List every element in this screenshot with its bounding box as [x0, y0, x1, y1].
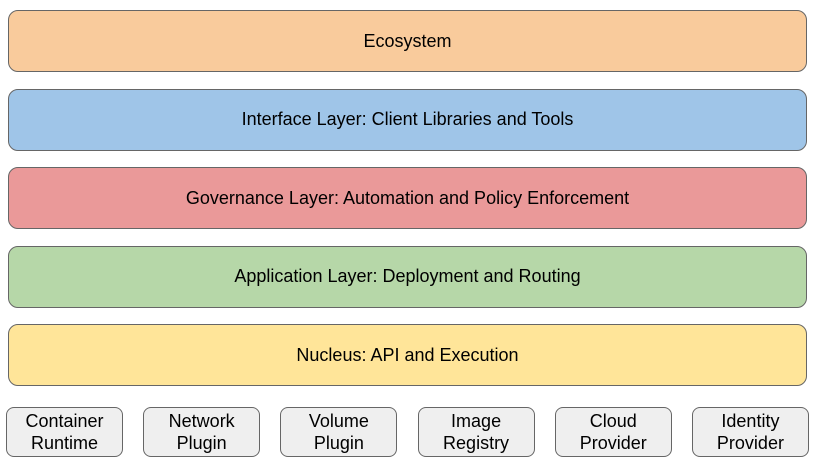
box-label-line2: Registry: [443, 433, 510, 453]
box-label-line2: Plugin: [176, 433, 227, 453]
layer-governance: Governance Layer: Automation and Policy …: [8, 167, 807, 229]
box-label-line2: Plugin: [313, 433, 364, 453]
box-label-line1: Container: [25, 411, 104, 431]
box-label-line2: Provider: [716, 433, 784, 453]
box-label-line1: Network: [168, 411, 235, 431]
box-image-registry: Image Registry: [417, 407, 535, 457]
layer-application: Application Layer: Deployment and Routin…: [8, 245, 807, 308]
box-label-line2: Runtime: [30, 433, 99, 453]
layer-stack: Ecosystem Interface Layer: Client Librar…: [8, 10, 807, 386]
box-label-line1: Cloud: [589, 411, 637, 431]
box-identity-provider: Identity Provider: [691, 407, 809, 457]
box-label-line1: Image: [451, 411, 502, 431]
box-volume-plugin: Volume Plugin: [280, 407, 398, 457]
provider-row: Container Runtime Network Plugin Volume …: [0, 407, 815, 457]
layer-interface: Interface Layer: Client Libraries and To…: [8, 88, 807, 151]
box-network-plugin: Network Plugin: [143, 407, 261, 457]
box-container-runtime: Container Runtime: [6, 407, 123, 457]
box-label-line1: Identity: [721, 411, 780, 431]
box-label-line2: Provider: [579, 433, 647, 453]
layer-ecosystem: Ecosystem: [8, 10, 807, 72]
layer-nucleus: Nucleus: API and Execution: [8, 324, 807, 386]
box-label-line1: Volume: [308, 411, 369, 431]
box-cloud-provider: Cloud Provider: [554, 407, 672, 457]
